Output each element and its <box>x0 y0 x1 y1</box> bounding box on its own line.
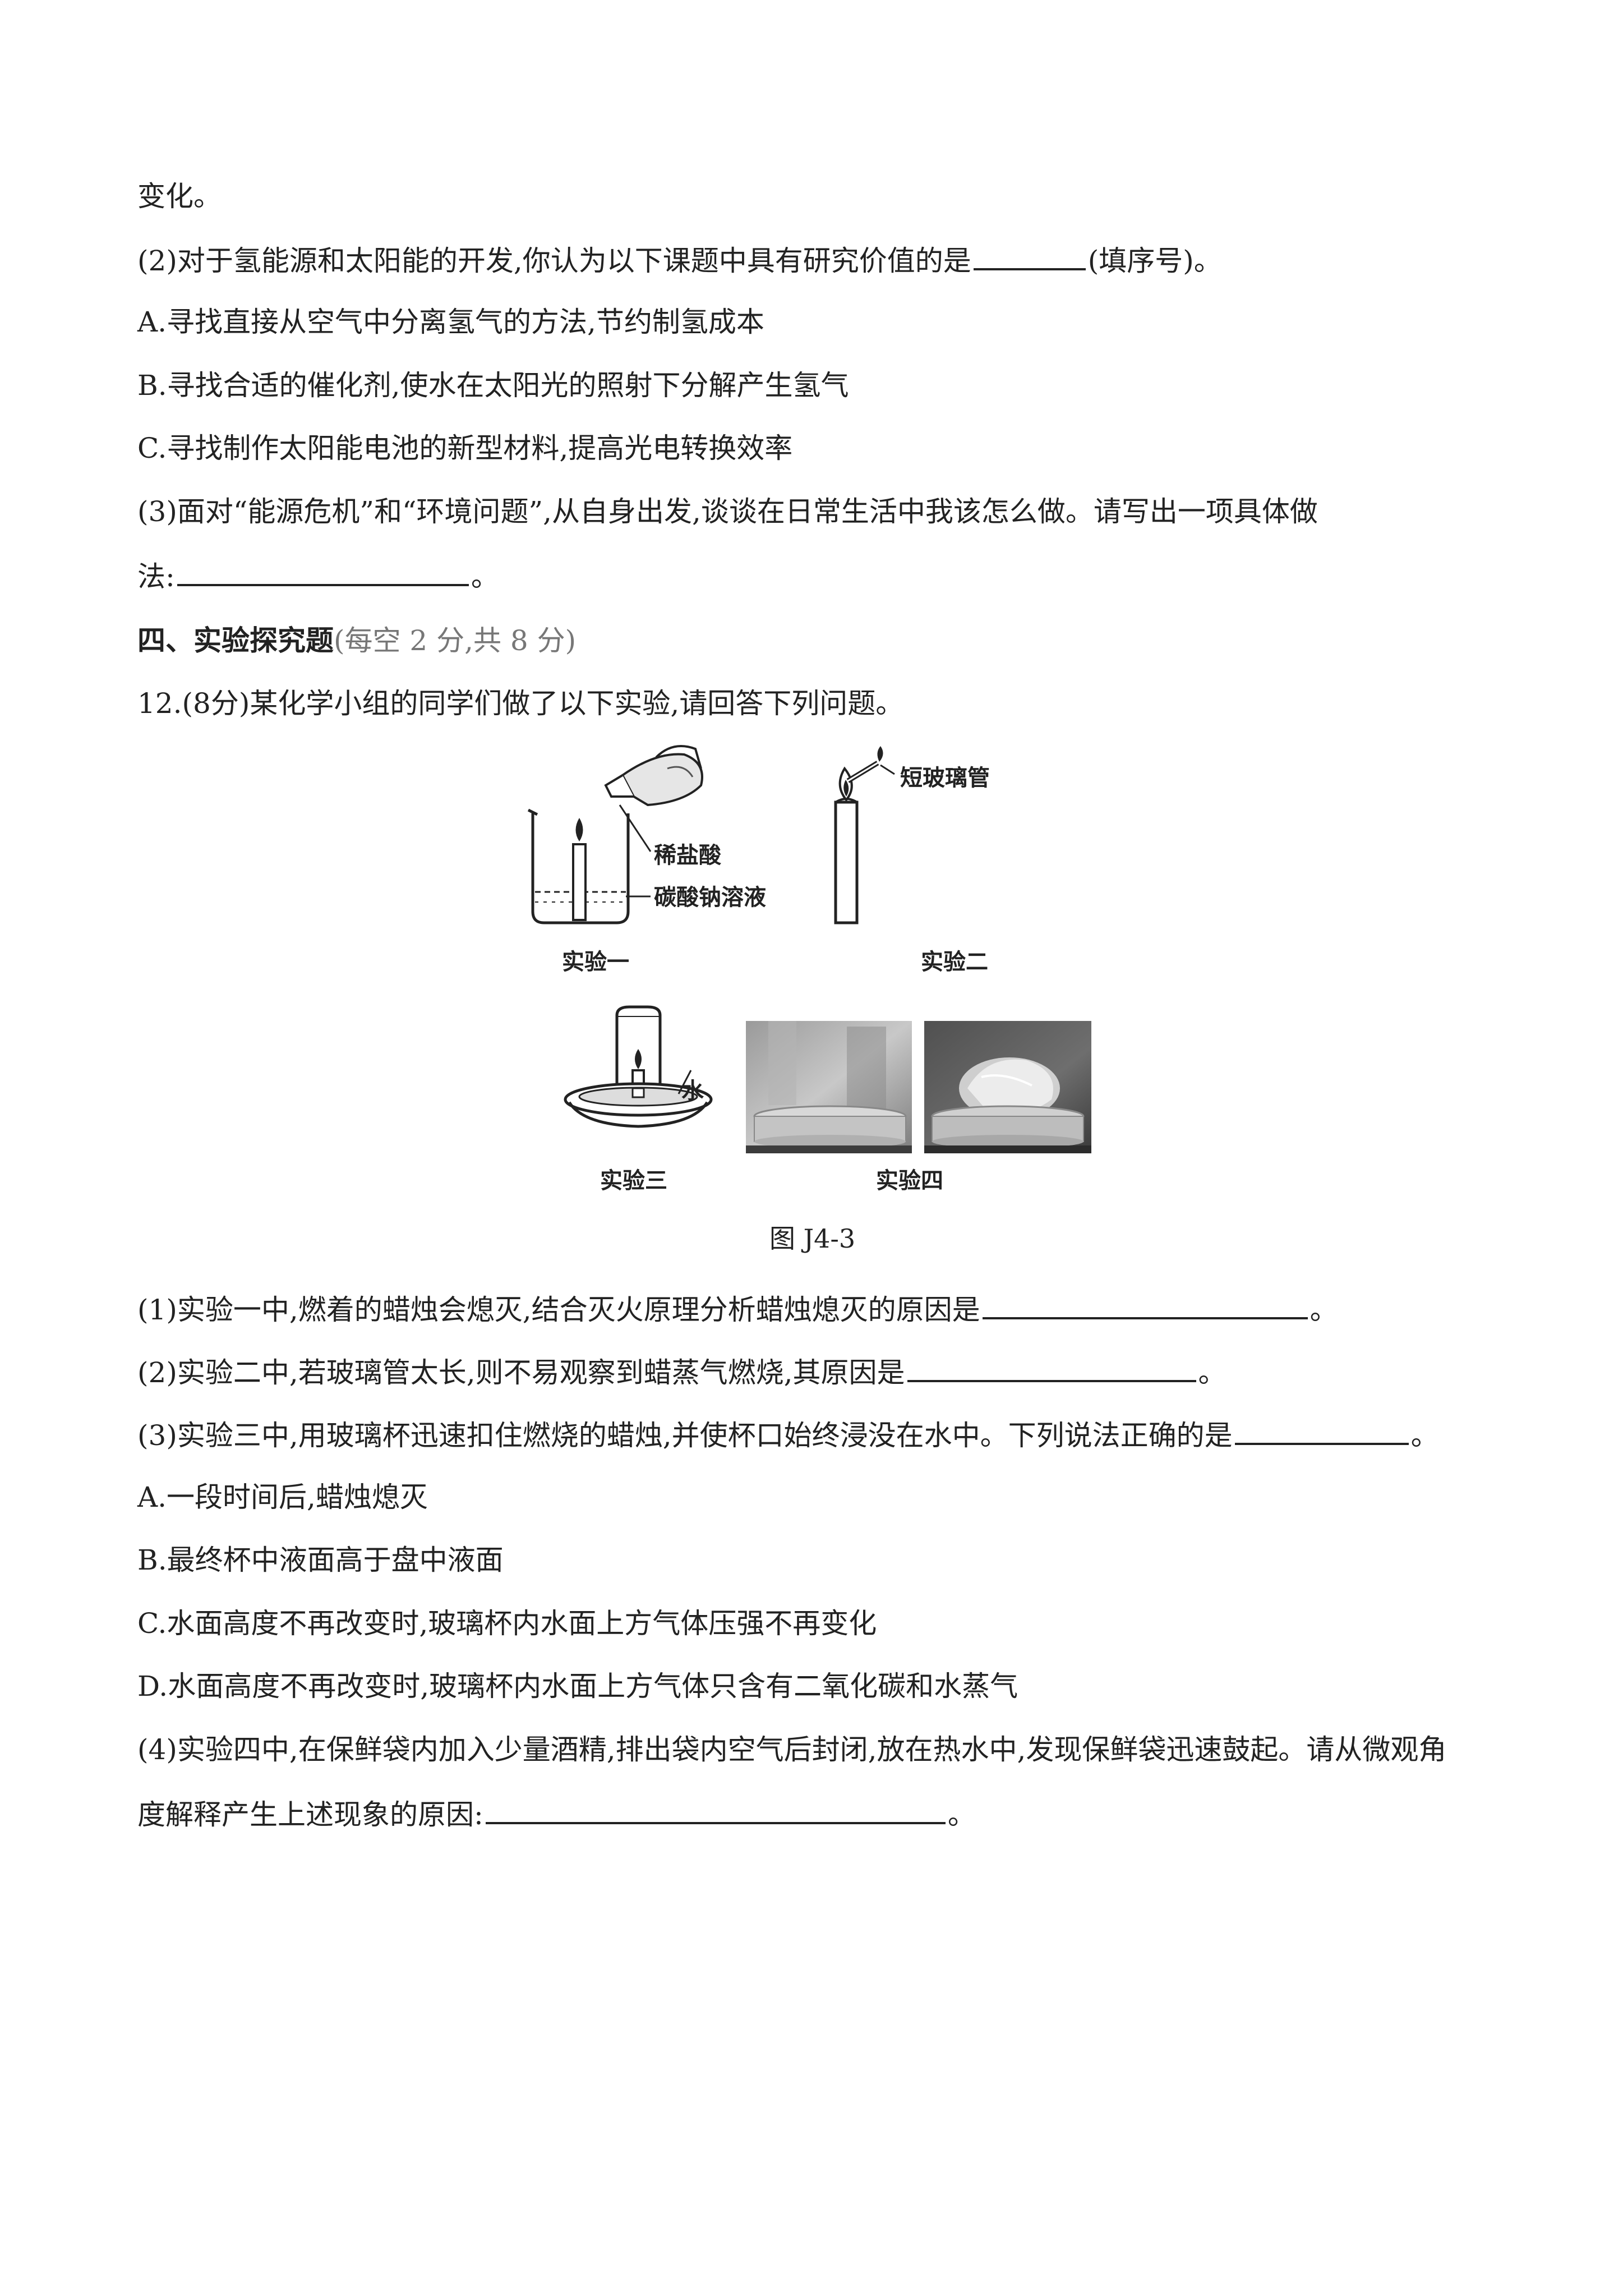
section-note: (每空 2 分,共 8 分) <box>334 624 577 657</box>
answer-blank[interactable] <box>973 241 1086 270</box>
section-heading: 四、实验探究题(每空 2 分,共 8 分) <box>137 623 576 659</box>
experiment-4-label: 实验四 <box>876 1168 943 1194</box>
solution-label: 碳酸钠溶液 <box>654 885 766 910</box>
experiment-2-illustration <box>834 746 895 924</box>
option-b: B.寻找合适的催化剂,使水在太阳光的照射下分解产生氢气 <box>137 369 849 402</box>
answer-blank[interactable] <box>907 1353 1196 1382</box>
question-11-part-3-answer-line: 法:。 <box>137 557 499 595</box>
experiment-1-label: 实验一 <box>562 949 629 975</box>
question-11-part-3: (3)面对“能源危机”和“环境问题”,从自身出发,谈谈在日常生活中我该怎么做。请… <box>137 495 1318 528</box>
option-a: A.一段时间后,蜡烛熄灭 <box>137 1481 428 1513</box>
answer-blank[interactable] <box>177 557 469 586</box>
answer-blank[interactable] <box>485 1795 946 1824</box>
question-12-part-1: (1)实验一中,燃着的蜡烛会熄灭,结合灭火原理分析蜡烛熄灭的原因是。 <box>137 1290 1338 1328</box>
question-12-part-4: (4)实验四中,在保鲜袋内加入少量酒精,排出袋内空气后封闭,放在热水中,发现保鲜… <box>137 1733 1447 1766</box>
experiment-3-label: 实验三 <box>600 1168 667 1194</box>
question-12-part-3: (3)实验三中,用玻璃杯迅速扣住燃烧的蜡烛,并使杯口始终浸没在水中。下列说法正确… <box>137 1416 1439 1453</box>
water-label: 水 <box>681 1078 704 1104</box>
answer-blank[interactable] <box>982 1290 1308 1319</box>
option-c: C.水面高度不再改变时,玻璃杯内水面上方气体压强不再变化 <box>137 1607 877 1640</box>
question-11-part-2: (2)对于氢能源和太阳能的开发,你认为以下课题中具有研究价值的是(填序号)。 <box>137 241 1222 279</box>
experiment-3-illustration <box>564 1005 713 1128</box>
question-12-part-2: (2)实验二中,若玻璃管太长,则不易观察到蜡蒸气燃烧,其原因是。 <box>137 1353 1227 1391</box>
figure-caption: 图 J4-3 <box>769 1223 856 1254</box>
experiment-1-illustration <box>527 745 703 924</box>
answer-blank[interactable] <box>1234 1416 1409 1445</box>
tube-label: 短玻璃管 <box>900 765 990 791</box>
option-c: C.寻找制作太阳能电池的新型材料,提高光电转换效率 <box>137 432 793 464</box>
acid-label: 稀盐酸 <box>654 843 721 868</box>
option-d: D.水面高度不再改变时,玻璃杯内水面上方气体只含有二氧化碳和水蒸气 <box>137 1670 1018 1703</box>
question-12-stem: 12.(8分)某化学小组的同学们做了以下实验,请回答下列问题。 <box>137 687 904 720</box>
experiment-2-label: 实验二 <box>921 949 988 975</box>
question-12-part-4-answer-line: 度解释产生上述现象的原因:。 <box>137 1795 976 1833</box>
section-title: 四、实验探究题 <box>137 624 334 657</box>
option-b: B.最终杯中液面高于盘中液面 <box>137 1544 504 1576</box>
continuation-text: 变化。 <box>137 180 222 213</box>
option-a: A.寻找直接从空气中分离氢气的方法,节约制氢成本 <box>137 306 764 338</box>
experiment-4-photos <box>746 1021 1091 1153</box>
